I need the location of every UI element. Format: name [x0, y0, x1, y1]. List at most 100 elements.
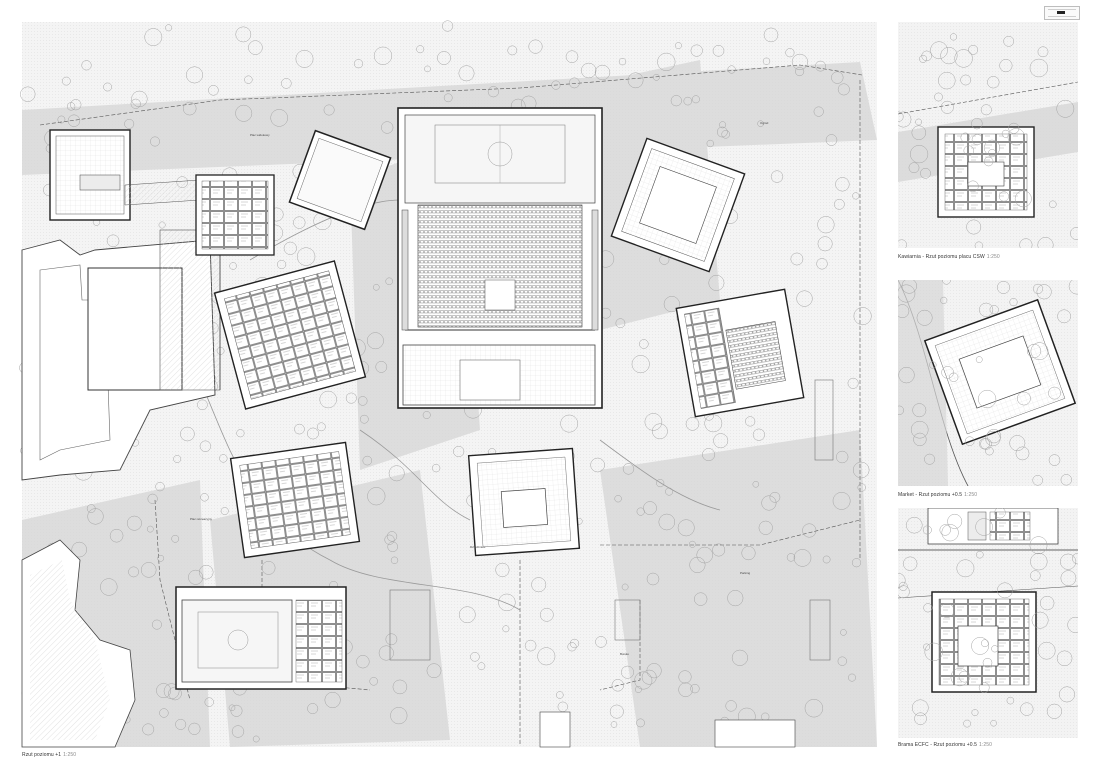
tree-canopy: [1049, 200, 1057, 209]
tree-canopy: [1006, 696, 1015, 705]
tree-canopy: [142, 723, 155, 736]
tree-canopy: [678, 670, 692, 684]
tree-canopy: [968, 44, 979, 55]
tree-canopy: [741, 546, 756, 561]
tree-canopy: [557, 701, 568, 712]
tree-canopy: [551, 80, 561, 90]
tree-canopy: [983, 156, 994, 167]
tree-canopy: [378, 645, 394, 661]
tree-canopy: [567, 642, 577, 652]
tree-canopy: [758, 520, 773, 535]
tree-canopy: [815, 60, 826, 72]
tree-canopy: [898, 581, 908, 591]
tree-canopy: [270, 109, 288, 127]
tree-canopy: [847, 377, 859, 389]
tree-canopy: [920, 167, 931, 179]
tree-canopy: [716, 126, 728, 138]
tree-canopy: [199, 440, 212, 452]
tree-canopy: [228, 704, 236, 712]
tree-canopy: [173, 455, 182, 463]
tree-canopy: [704, 414, 723, 433]
tree-canopy: [713, 433, 729, 449]
tree-canopy: [81, 60, 92, 71]
tree-canopy: [1029, 58, 1049, 78]
tree-canopy: [200, 493, 209, 502]
tree-canopy: [67, 114, 81, 127]
tree-canopy: [985, 446, 994, 456]
tree-canopy: [581, 62, 597, 79]
tree-canopy: [852, 192, 860, 200]
tree-canopy: [816, 258, 828, 270]
tree-canopy: [569, 638, 580, 649]
tree-canopy: [1037, 237, 1054, 248]
tree-canopy: [911, 699, 929, 717]
tree-canopy: [1057, 309, 1071, 324]
tree-canopy: [947, 513, 963, 529]
tree-canopy: [539, 607, 554, 622]
tree-canopy: [634, 671, 653, 690]
tree-canopy: [307, 427, 319, 440]
tree-canopy: [663, 296, 680, 313]
tree-canopy: [1072, 552, 1078, 565]
tree-canopy: [990, 719, 997, 727]
pavilion-courtyard-south: [467, 447, 581, 557]
tree-canopy: [1037, 641, 1056, 660]
tree-canopy: [980, 438, 992, 450]
tree-canopy: [910, 420, 929, 439]
tree-canopy: [791, 53, 808, 70]
tree-canopy: [565, 50, 579, 63]
tree-canopy: [307, 703, 319, 715]
tree-canopy: [151, 619, 162, 630]
tree-canopy: [390, 707, 408, 725]
tree-canopy: [960, 74, 972, 86]
tree-canopy: [922, 525, 932, 535]
tree-canopy: [140, 562, 157, 578]
tree-canopy: [1056, 650, 1073, 667]
tree-canopy: [670, 95, 682, 107]
tree-canopy: [916, 309, 933, 326]
svg-text:Ogród: Ogród: [760, 121, 769, 125]
tree-canopy: [356, 655, 370, 669]
tree-canopy: [235, 104, 253, 122]
tree-canopy: [989, 305, 999, 315]
tree-canopy: [366, 332, 384, 350]
tree-canopy: [906, 516, 923, 534]
tree-canopy: [956, 559, 975, 578]
tree-canopy: [940, 100, 954, 114]
tree-canopy: [319, 390, 337, 409]
tree-canopy: [997, 280, 1010, 294]
tree-canopy: [762, 57, 771, 65]
svg-text:Dziedziniec: Dziedziniec: [470, 545, 486, 549]
tree-canopy: [230, 704, 243, 717]
tree-canopy: [643, 501, 657, 515]
tree-canopy: [804, 699, 824, 718]
tree-canopy: [57, 115, 66, 124]
tree-canopy: [373, 284, 380, 291]
tree-canopy: [1014, 190, 1032, 208]
tree-canopy: [721, 130, 730, 139]
tree-canopy: [188, 722, 201, 735]
tree-canopy: [974, 241, 984, 248]
tree-canopy: [923, 603, 933, 613]
tree-canopy: [975, 356, 983, 363]
tree-canopy: [980, 104, 992, 116]
tree-canopy: [188, 569, 204, 585]
tree-canopy: [1048, 454, 1061, 466]
tree-canopy: [71, 541, 87, 558]
tree-canopy: [986, 428, 1002, 444]
tree-canopy: [954, 49, 973, 68]
tree-canopy: [752, 481, 760, 488]
tree-canopy: [656, 479, 665, 488]
tree-canopy: [988, 149, 997, 158]
tree-canopy: [1027, 343, 1042, 359]
tree-canopy: [939, 603, 955, 618]
tree-canopy: [795, 66, 805, 77]
tree-canopy: [674, 42, 682, 50]
tree-canopy: [999, 59, 1013, 73]
tree-canopy: [392, 679, 408, 695]
tree-canopy: [385, 277, 393, 286]
tree-canopy: [691, 95, 700, 104]
tree-canopy: [898, 111, 912, 128]
